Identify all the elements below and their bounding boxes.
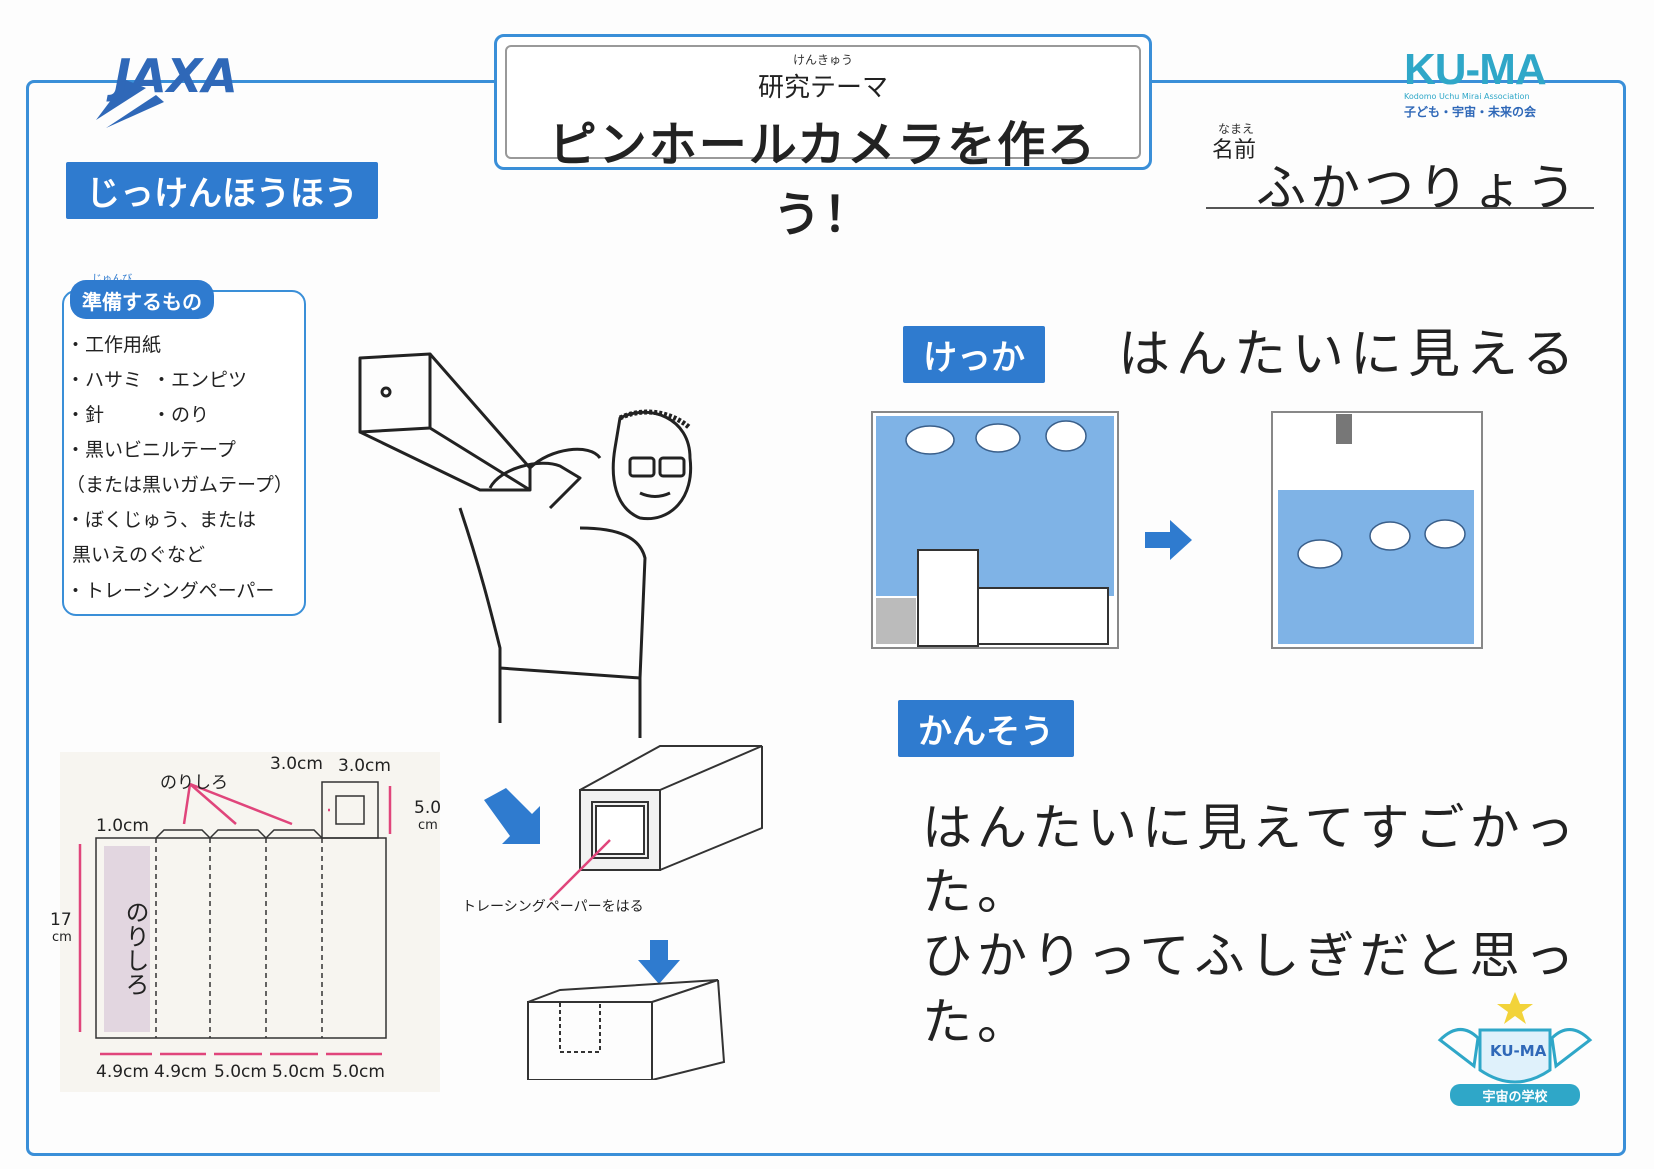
name-underline bbox=[1206, 207, 1594, 209]
glue-label: のりしろ bbox=[160, 773, 228, 793]
prep-item: ・エンピツ bbox=[152, 369, 248, 391]
kuma-wordmark: KU-MA bbox=[1404, 45, 1547, 94]
box-assembly-diagram bbox=[484, 745, 763, 1080]
prep-item: ・のり bbox=[152, 404, 210, 426]
prep-item: （または黒いガムテープ） bbox=[66, 474, 293, 496]
prep-item: ・ハサミ bbox=[66, 369, 143, 391]
dim-height-unit: cm bbox=[52, 930, 72, 945]
dim-height: 17 bbox=[50, 910, 72, 930]
prep-item: ・トレーシングペーパー bbox=[66, 580, 275, 602]
arrow-down-icon bbox=[638, 940, 680, 984]
impression-line: はんたいに見えてすごかっ bbox=[922, 799, 1580, 857]
name-value: ふかつりょう bbox=[1256, 159, 1580, 217]
name-ruby: なまえ bbox=[1218, 122, 1255, 136]
glue-side-label: のりしろ bbox=[121, 900, 149, 996]
prep-ruby: じゅんび bbox=[92, 270, 132, 285]
kuma-school-badge: KU-MA 宇宙の学校 bbox=[1430, 990, 1600, 1110]
theme-box: けんきゅう 研究テーマ ピンホールカメラを作ろう！ bbox=[494, 34, 1152, 243]
impression-line: た。 bbox=[922, 863, 1032, 921]
dim-w2: 4.9cm bbox=[154, 1062, 207, 1082]
arrow-right-icon bbox=[1145, 520, 1192, 560]
tracing-label: トレーシングペーパーをはる bbox=[462, 899, 644, 915]
dim-tab: 1.0cm bbox=[96, 816, 149, 836]
result-drawings bbox=[871, 411, 1483, 649]
arrow-right-icon bbox=[484, 788, 540, 844]
jaxa-logo: JAXA bbox=[96, 49, 238, 128]
badge-caption: 宇宙の学校 bbox=[1482, 1090, 1548, 1105]
kuma-subtitle: Kodomo Uchu Mirai Association bbox=[1404, 92, 1530, 101]
dim-top-b: 3.0cm bbox=[338, 756, 391, 776]
prep-item: ・針 bbox=[66, 404, 105, 426]
kuma-japanese: 子ども・宇宙・未来の会 bbox=[1404, 105, 1537, 119]
prep-box bbox=[62, 290, 306, 616]
theme-title: ピンホールカメラを作ろう！ bbox=[548, 117, 1098, 243]
impression-line: ひかりってふしぎだと思っ bbox=[922, 927, 1580, 985]
theme-label: 研究テーマ bbox=[757, 73, 888, 103]
prep-item: ・ぼくじゅう、または bbox=[66, 509, 257, 531]
impression-line: た。 bbox=[922, 993, 1032, 1051]
person-with-camera-drawing bbox=[358, 352, 693, 738]
result-heading: けっか bbox=[903, 326, 1045, 383]
box-net-lines bbox=[78, 781, 392, 1056]
method-heading: じっけんほうほう bbox=[66, 162, 378, 219]
name-label: 名前 bbox=[1212, 138, 1257, 163]
prep-heading: 準備するもの bbox=[70, 280, 214, 319]
prep-item: ・工作用紙 bbox=[66, 334, 162, 356]
kuma-logo: KU-MA Kodomo Uchu Mirai Association 子ども・… bbox=[1404, 48, 1574, 128]
dim-side: 5.0 bbox=[414, 798, 442, 818]
result-text: はんたいに見える bbox=[1118, 325, 1581, 385]
dim-w3: 5.0cm bbox=[214, 1062, 267, 1082]
jaxa-wordmark: JAXA bbox=[106, 49, 238, 103]
badge-emblem bbox=[1437, 992, 1593, 1106]
prep-item: 黒いえのぐなど bbox=[72, 544, 206, 566]
prep-item: ・黒いビニルテープ bbox=[66, 439, 236, 461]
impression-heading: かんそう bbox=[898, 700, 1074, 757]
dim-side-unit: cm bbox=[418, 818, 438, 833]
dim-w1: 4.9cm bbox=[96, 1062, 149, 1082]
badge-name: KU-MA bbox=[1490, 1042, 1547, 1060]
theme-ruby: けんきゅう bbox=[792, 53, 853, 67]
dim-top-a: 3.0cm bbox=[270, 754, 323, 774]
dim-w5: 5.0cm bbox=[332, 1062, 385, 1082]
dim-w4: 5.0cm bbox=[272, 1062, 325, 1082]
